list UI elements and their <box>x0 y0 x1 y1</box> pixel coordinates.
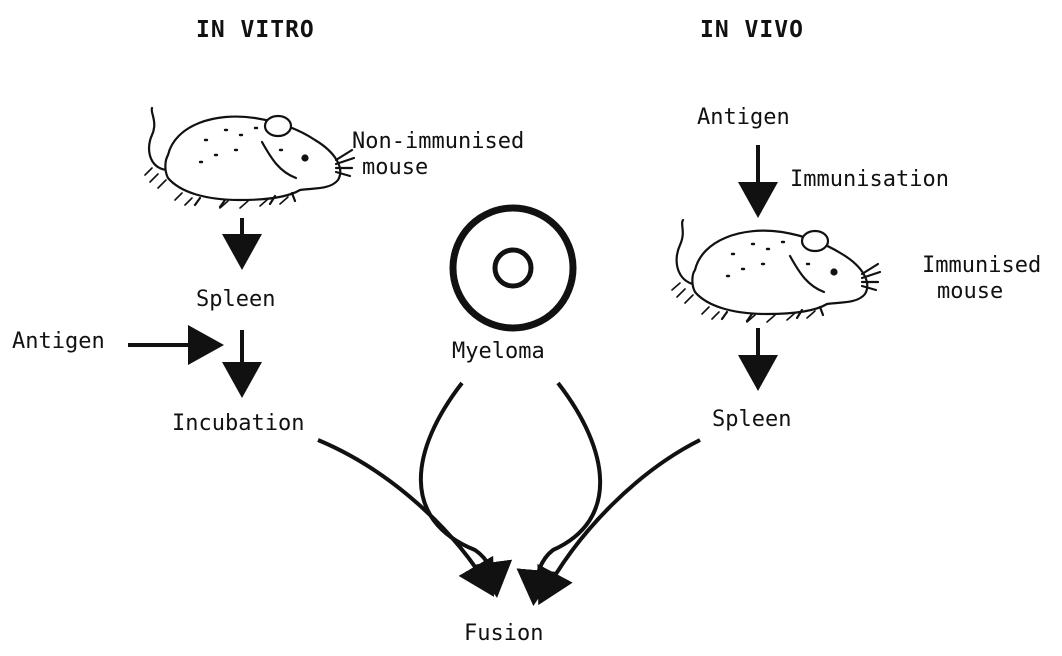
curved-arrow-icon <box>421 383 496 590</box>
in-vitro-antigen-label: Antigen <box>12 330 105 354</box>
in-vitro-header: IN VITRO <box>196 18 315 42</box>
in-vivo-header: IN VIVO <box>700 18 804 42</box>
in-vivo-antigen-label: Antigen <box>697 106 790 130</box>
mouse-icon <box>145 108 354 208</box>
non-immunised-mouse-label: Non-immunised <box>352 130 524 154</box>
in-vitro-spleen-label: Spleen <box>196 288 275 312</box>
curved-arrow-icon <box>318 440 490 590</box>
myeloma-cell-icon <box>453 208 573 328</box>
immunisation-label: Immunisation <box>790 168 949 192</box>
non-immunised-mouse-label-line2: mouse <box>362 156 428 180</box>
incubation-label: Incubation <box>172 412 304 436</box>
mouse-icon <box>672 220 880 322</box>
immunised-mouse-label: Immunised <box>922 254 1041 278</box>
myeloma-label: Myeloma <box>452 340 545 364</box>
curved-arrow-icon <box>542 440 700 598</box>
curved-arrow-icon <box>534 383 600 598</box>
in-vivo-spleen-label: Spleen <box>712 408 791 432</box>
immunised-mouse-label-line2: mouse <box>937 280 1003 304</box>
fusion-label: Fusion <box>464 622 543 646</box>
